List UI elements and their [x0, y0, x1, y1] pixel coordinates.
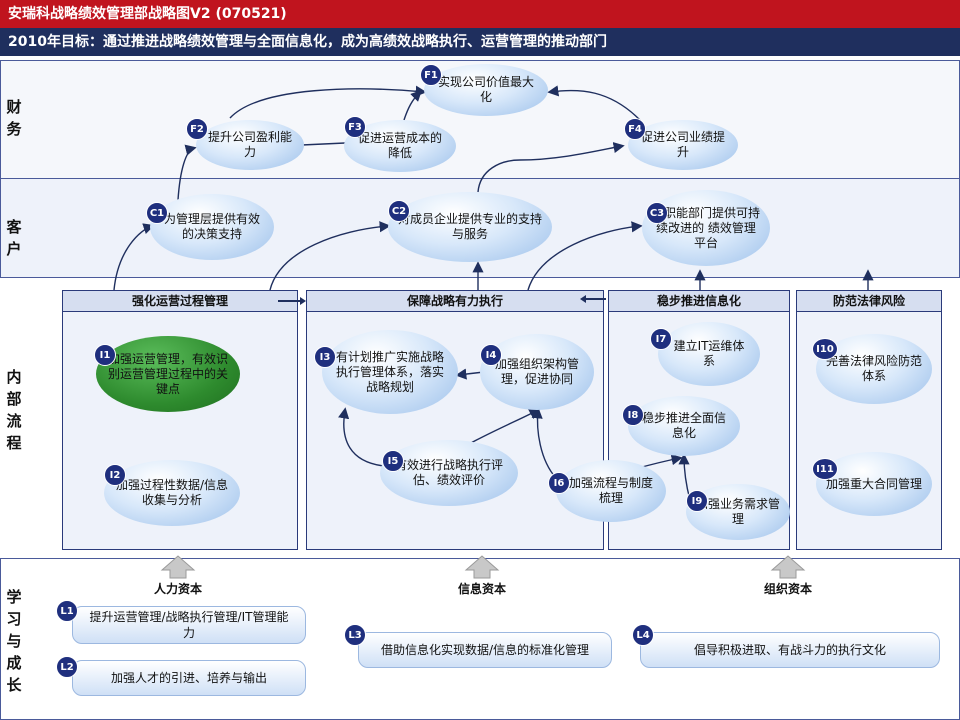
- objective-text: 完善法律风险防范体系: [826, 354, 923, 383]
- badge-F2: F2: [186, 118, 208, 140]
- objective-L4: 倡导积极进取、有战斗力的执行文化: [640, 632, 940, 668]
- badge-F3: F3: [344, 116, 366, 138]
- layer-label-internal: 内部流程: [6, 368, 22, 452]
- badge-I3: I3: [314, 346, 336, 368]
- objective-I2: 加强过程性数据/信息收集与分析: [104, 460, 240, 526]
- process-group-strategy: 保障战略有力执行: [306, 290, 604, 550]
- objective-text: 有效进行战略执行评估、绩效评价: [394, 458, 503, 487]
- objective-I9: 加强业务需求管理: [686, 484, 790, 540]
- objective-C2: 对成员企业提供专业的支持与服务: [388, 192, 552, 262]
- objective-text: 稳步推进全面信息化: [641, 411, 726, 440]
- badge-I4: I4: [480, 344, 502, 366]
- badge-I8: I8: [622, 404, 644, 426]
- badge-I9: I9: [686, 490, 708, 512]
- objective-text: 促进公司业绩提升: [640, 130, 725, 159]
- objective-text: 促进运营成本的降低: [357, 131, 442, 160]
- badge-F4: F4: [624, 118, 646, 140]
- objective-I5: 有效进行战略执行评估、绩效评价: [380, 440, 518, 506]
- objective-text: 加强流程与制度梳理: [568, 476, 653, 505]
- objective-F4: 促进公司业绩提升: [628, 120, 738, 170]
- objective-L3: 借助信息化实现数据/信息的标准化管理: [358, 632, 612, 668]
- objective-text: 加强运营管理，有效识别运营管理过程中的关键点: [107, 351, 228, 396]
- goal-banner: 2010年目标：通过推进战略绩效管理与全面信息化，成为高绩效战略执行、运营管理的…: [0, 28, 960, 56]
- objective-I11: 加强重大合同管理: [816, 452, 932, 516]
- badge-C3: C3: [646, 202, 668, 224]
- objective-text: 为职能部门提供可持续改进的 绩效管理平台: [652, 205, 761, 250]
- objective-text: 提升公司盈利能力: [207, 130, 292, 159]
- objective-text: 实现公司价值最大化: [437, 75, 534, 104]
- objective-text: 加强组织架构管理，促进协同: [494, 357, 579, 386]
- page-title: 安瑞科战略绩效管理部战略图V2 (070521): [0, 0, 960, 28]
- badge-L4: L4: [632, 624, 654, 646]
- process-group-title: 稳步推进信息化: [609, 291, 789, 312]
- objective-L1: 提升运营管理/战略执行管理/IT管理能力: [72, 606, 306, 644]
- badge-L2: L2: [56, 656, 78, 678]
- objective-text: 倡导积极进取、有战斗力的执行文化: [693, 643, 886, 657]
- objective-F2: 提升公司盈利能力: [196, 120, 304, 170]
- objective-text: 加强过程性数据/信息收集与分析: [115, 478, 229, 507]
- objective-text: 提升运营管理/战略执行管理/IT管理能力: [89, 610, 289, 640]
- badge-L1: L1: [56, 600, 78, 622]
- badge-I6: I6: [548, 472, 570, 494]
- objective-L2: 加强人才的引进、培养与输出: [72, 660, 306, 696]
- badge-I5: I5: [382, 450, 404, 472]
- objective-I3: 有计划推广实施战略执行管理体系，落实战略规划: [322, 330, 458, 414]
- objective-C3: 为职能部门提供可持续改进的 绩效管理平台: [642, 190, 770, 266]
- badge-I10: I10: [812, 338, 838, 360]
- process-group-title: 保障战略有力执行: [307, 291, 603, 312]
- objective-text: 对成员企业提供专业的支持与服务: [398, 212, 543, 241]
- objective-I7: 建立IT运维体系: [658, 322, 760, 386]
- layer-label-finance: 财务: [6, 98, 22, 138]
- badge-C1: C1: [146, 202, 168, 224]
- objective-I1: 加强运营管理，有效识别运营管理过程中的关键点: [96, 336, 240, 412]
- capital-human: 人力资本: [153, 582, 202, 596]
- process-group-title: 防范法律风险: [797, 291, 941, 312]
- objective-text: 加强人才的引进、培养与输出: [110, 671, 267, 685]
- objective-text: 加强业务需求管理: [696, 497, 781, 526]
- objective-text: 为管理层提供有效的决策支持: [163, 212, 260, 241]
- objective-text: 建立IT运维体系: [673, 339, 745, 368]
- objective-text: 加强重大合同管理: [826, 476, 923, 491]
- finance-band: [0, 60, 960, 180]
- objective-text: 有计划推广实施战略执行管理体系，落实战略规划: [335, 349, 444, 394]
- badge-C2: C2: [388, 200, 410, 222]
- layer-label-learning: 学习与成长: [6, 588, 22, 694]
- process-group-title: 强化运营过程管理: [63, 291, 297, 312]
- layer-label-customer: 客户: [6, 218, 22, 258]
- objective-C1: 为管理层提供有效的决策支持: [150, 194, 274, 260]
- badge-I2: I2: [104, 464, 126, 486]
- badge-I7: I7: [650, 328, 672, 350]
- objective-F3: 促进运营成本的降低: [344, 120, 456, 172]
- objective-text: 借助信息化实现数据/信息的标准化管理: [380, 643, 590, 657]
- badge-I1: I1: [94, 344, 116, 366]
- badge-L3: L3: [344, 624, 366, 646]
- objective-F1: 实现公司价值最大化: [424, 64, 548, 116]
- badge-F1: F1: [420, 64, 442, 86]
- capital-org: 组织资本: [763, 582, 812, 596]
- capital-info: 信息资本: [457, 582, 506, 596]
- objective-I8: 稳步推进全面信息化: [628, 396, 740, 456]
- badge-I11: I11: [812, 458, 838, 480]
- objective-I6: 加强流程与制度梳理: [556, 460, 666, 522]
